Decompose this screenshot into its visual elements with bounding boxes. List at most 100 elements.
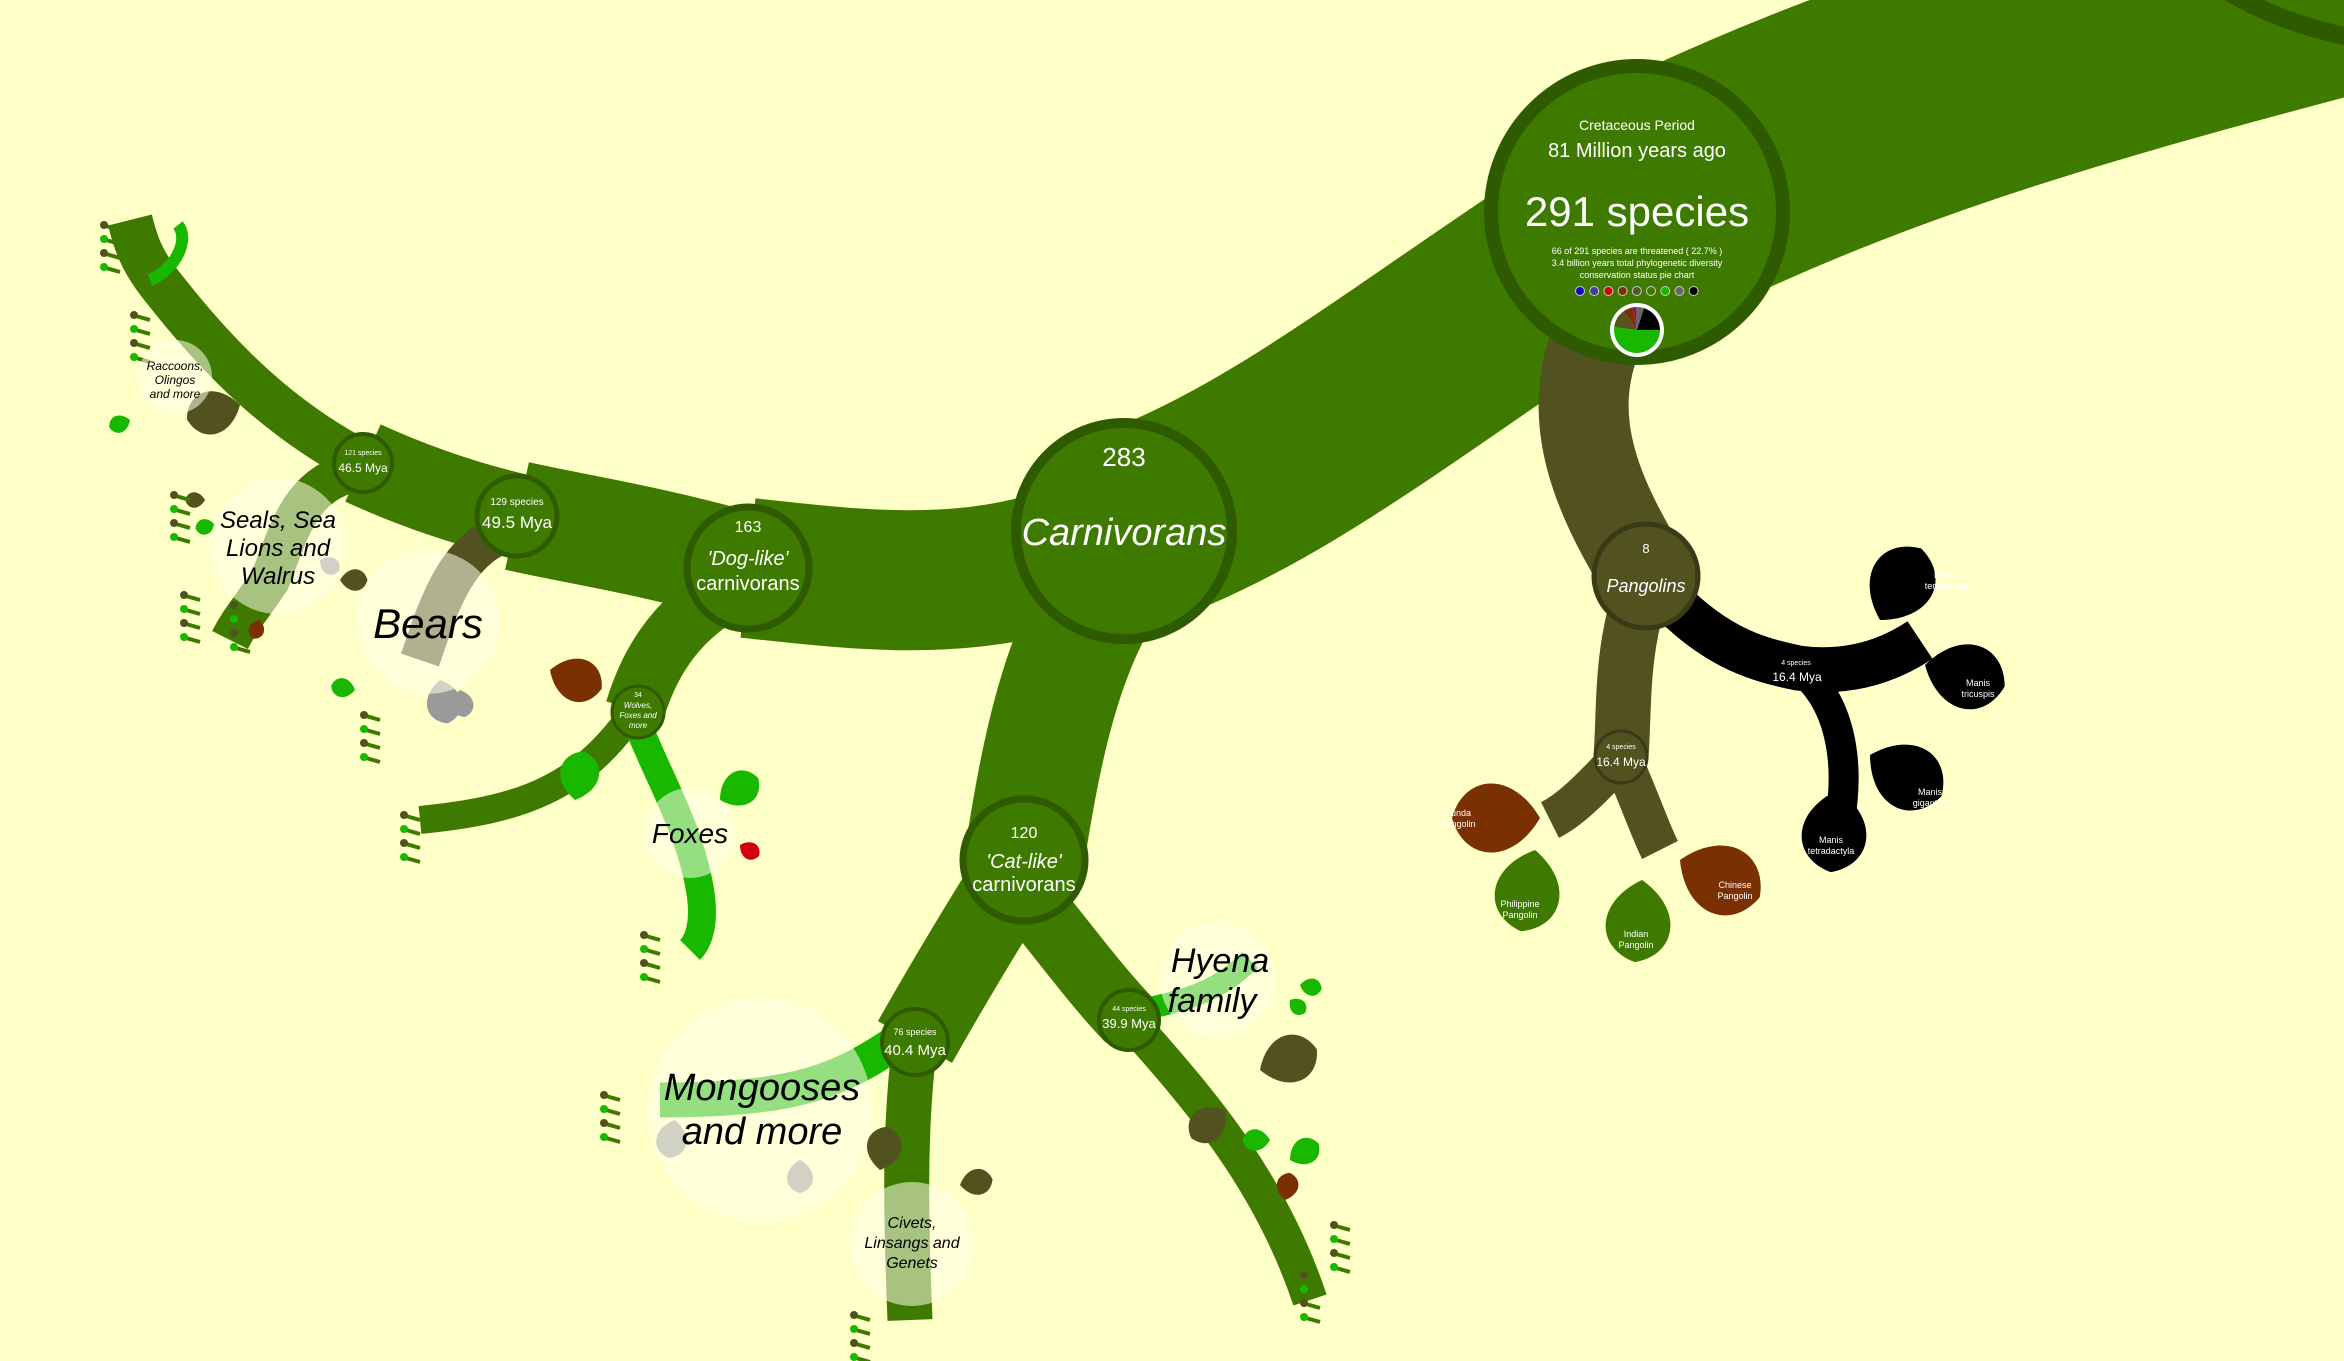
branch-pangolins-african[interactable] — [1654, 583, 1933, 693]
twig-leaf[interactable] — [640, 973, 648, 981]
leaf[interactable] — [106, 412, 133, 436]
node-root[interactable]: Cretaceous Period 81 Million years ago 2… — [1484, 59, 1790, 365]
leaf[interactable] — [1852, 532, 1949, 636]
branch-44-down[interactable] — [1115, 1008, 1327, 1306]
status-dot[interactable] — [1631, 286, 1642, 296]
highlight-hyena[interactable] — [1160, 922, 1276, 1038]
leaf[interactable] — [1285, 994, 1310, 1019]
twig-leaf[interactable] — [130, 325, 138, 333]
twig-leaf[interactable] — [170, 533, 178, 541]
branch-raccoons[interactable] — [108, 214, 374, 483]
twig-leaf[interactable] — [640, 959, 648, 967]
label-foxes[interactable]: Foxes — [652, 818, 728, 849]
twig-leaf[interactable] — [600, 1133, 608, 1141]
twig-leaf[interactable] — [360, 753, 368, 761]
twig-leaf[interactable] — [640, 931, 648, 939]
twig-leaf[interactable] — [230, 615, 238, 623]
twig-leaf[interactable] — [100, 263, 108, 271]
twig-leaf[interactable] — [600, 1091, 608, 1099]
twig-leaf[interactable] — [130, 339, 138, 347]
leaf[interactable] — [330, 676, 357, 699]
leaf[interactable] — [185, 492, 205, 508]
highlight-bears[interactable] — [356, 550, 500, 694]
twig-leaf[interactable] — [180, 591, 188, 599]
twig-leaf[interactable] — [1330, 1263, 1338, 1271]
leaf[interactable] — [1854, 727, 1958, 824]
twig-leaf[interactable] — [360, 725, 368, 733]
leaf[interactable] — [246, 617, 267, 641]
twig-leaf[interactable] — [400, 839, 408, 847]
leaf[interactable] — [958, 1167, 995, 1198]
twig-leaf[interactable] — [180, 619, 188, 627]
status-dot[interactable] — [1674, 286, 1685, 296]
node-pangolins-african[interactable]: 4 species 16.4 Mya — [1772, 660, 1822, 684]
highlight-seals[interactable] — [210, 478, 346, 614]
node-76[interactable]: 76 species 40.4 Mya — [880, 1007, 950, 1077]
twig-leaf[interactable] — [400, 825, 408, 833]
status-dot[interactable] — [1688, 286, 1699, 296]
leaf[interactable] — [556, 748, 603, 803]
leaf[interactable] — [1489, 844, 1567, 936]
twig-leaf[interactable] — [1300, 1313, 1308, 1321]
leaf[interactable] — [543, 650, 609, 709]
node-44[interactable]: 44 species 39.9 Mya — [1097, 988, 1161, 1052]
node-carnivorans[interactable]: 283 Carnivorans — [1011, 418, 1237, 644]
status-dot[interactable] — [1617, 286, 1628, 296]
label-bears[interactable]: Bears — [373, 600, 483, 647]
leaf[interactable] — [1452, 783, 1540, 853]
twig-leaf[interactable] — [170, 491, 178, 499]
leaf[interactable] — [1284, 1132, 1326, 1171]
twig-leaf[interactable] — [1300, 1271, 1308, 1279]
node-pangolins-asian[interactable]: 4 species 16.4 Mya — [1593, 729, 1649, 785]
twig-leaf[interactable] — [1300, 1285, 1308, 1293]
leaf[interactable] — [194, 517, 216, 536]
twig-leaf[interactable] — [130, 353, 138, 361]
twig-leaf[interactable] — [170, 505, 178, 513]
twig-leaf[interactable] — [100, 249, 108, 257]
twig-leaf[interactable] — [850, 1311, 858, 1319]
twig-leaf[interactable] — [100, 235, 108, 243]
twig-leaf[interactable] — [180, 633, 188, 641]
leaf[interactable] — [736, 838, 764, 864]
leaf[interactable] — [1252, 1027, 1325, 1092]
branch-upper-right[interactable] — [2180, 0, 2344, 46]
twig-leaf[interactable] — [1330, 1235, 1338, 1243]
node-129[interactable]: 129 species 49.5 Mya — [474, 473, 560, 559]
twig-leaf[interactable] — [100, 221, 108, 229]
twig-leaf[interactable] — [1330, 1249, 1338, 1257]
status-dot[interactable] — [1589, 286, 1600, 296]
twig-leaf[interactable] — [600, 1105, 608, 1113]
leaf[interactable] — [1665, 829, 1774, 929]
status-dot[interactable] — [1646, 286, 1656, 296]
twig-leaf[interactable] — [640, 945, 648, 953]
twig-leaf[interactable] — [600, 1119, 608, 1127]
leaf[interactable] — [1603, 877, 1675, 965]
twig-leaf[interactable] — [130, 311, 138, 319]
branch-to-raccoons-tip[interactable] — [147, 221, 189, 286]
leaf[interactable] — [1274, 1171, 1300, 1202]
twig-leaf[interactable] — [850, 1353, 858, 1361]
leaf[interactable] — [1242, 1129, 1271, 1151]
twig-leaf[interactable] — [1300, 1299, 1308, 1307]
node-doglike[interactable]: 163 'Dog-like' carnivorans — [683, 503, 813, 633]
twig-leaf[interactable] — [360, 711, 368, 719]
leaf[interactable] — [711, 763, 766, 815]
highlight-mongooses[interactable] — [648, 998, 872, 1222]
twig-leaf[interactable] — [230, 601, 238, 609]
twig-leaf[interactable] — [360, 739, 368, 747]
status-dot[interactable] — [1575, 286, 1585, 296]
leaf[interactable] — [340, 569, 368, 591]
